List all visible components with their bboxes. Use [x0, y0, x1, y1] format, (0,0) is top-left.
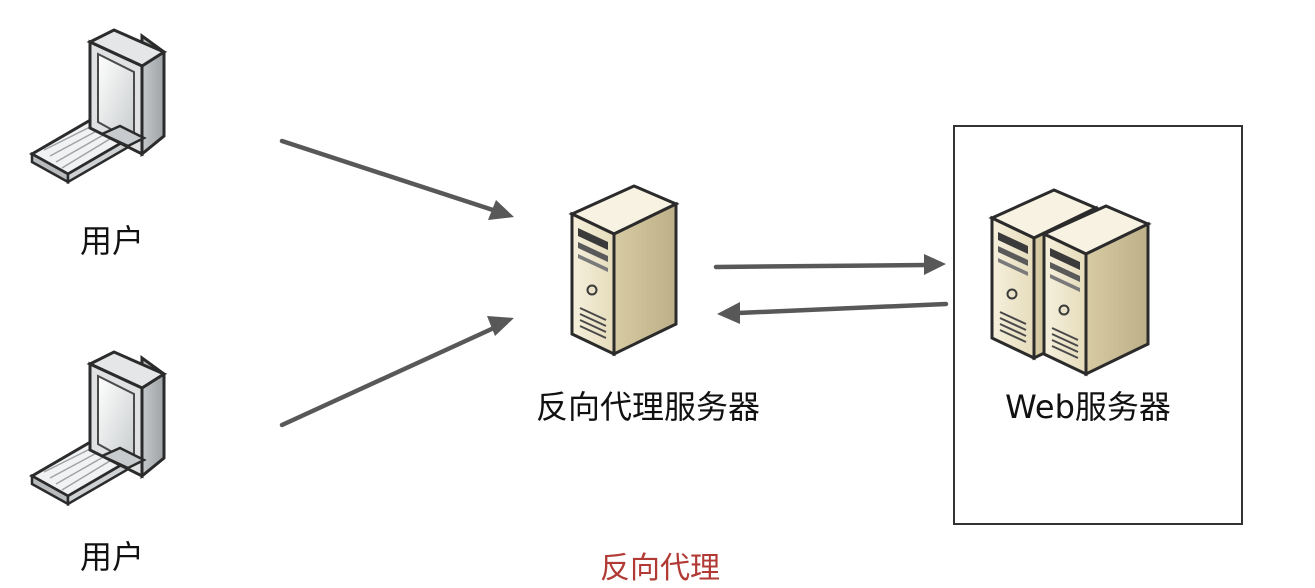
web-server-front-icon: [1042, 204, 1150, 376]
user-bottom-label: 用户: [80, 538, 144, 576]
web-server-label: Web服务器: [1005, 388, 1171, 426]
user-top-label: 用户: [80, 222, 144, 260]
arrow-web-to-proxy: [717, 301, 949, 324]
proxy-server-label: 反向代理服务器: [536, 388, 760, 426]
arrow-user-bottom-to-proxy: [279, 316, 514, 428]
user-top-computer-icon: [30, 28, 166, 184]
user-bottom-computer-icon: [30, 350, 166, 506]
web-server-group-box: [953, 125, 1243, 525]
diagram-caption: 反向代理: [600, 551, 720, 586]
arrow-user-top-to-proxy: [279, 138, 514, 220]
arrow-proxy-to-web: [713, 254, 946, 275]
proxy-server-icon: [570, 184, 678, 356]
